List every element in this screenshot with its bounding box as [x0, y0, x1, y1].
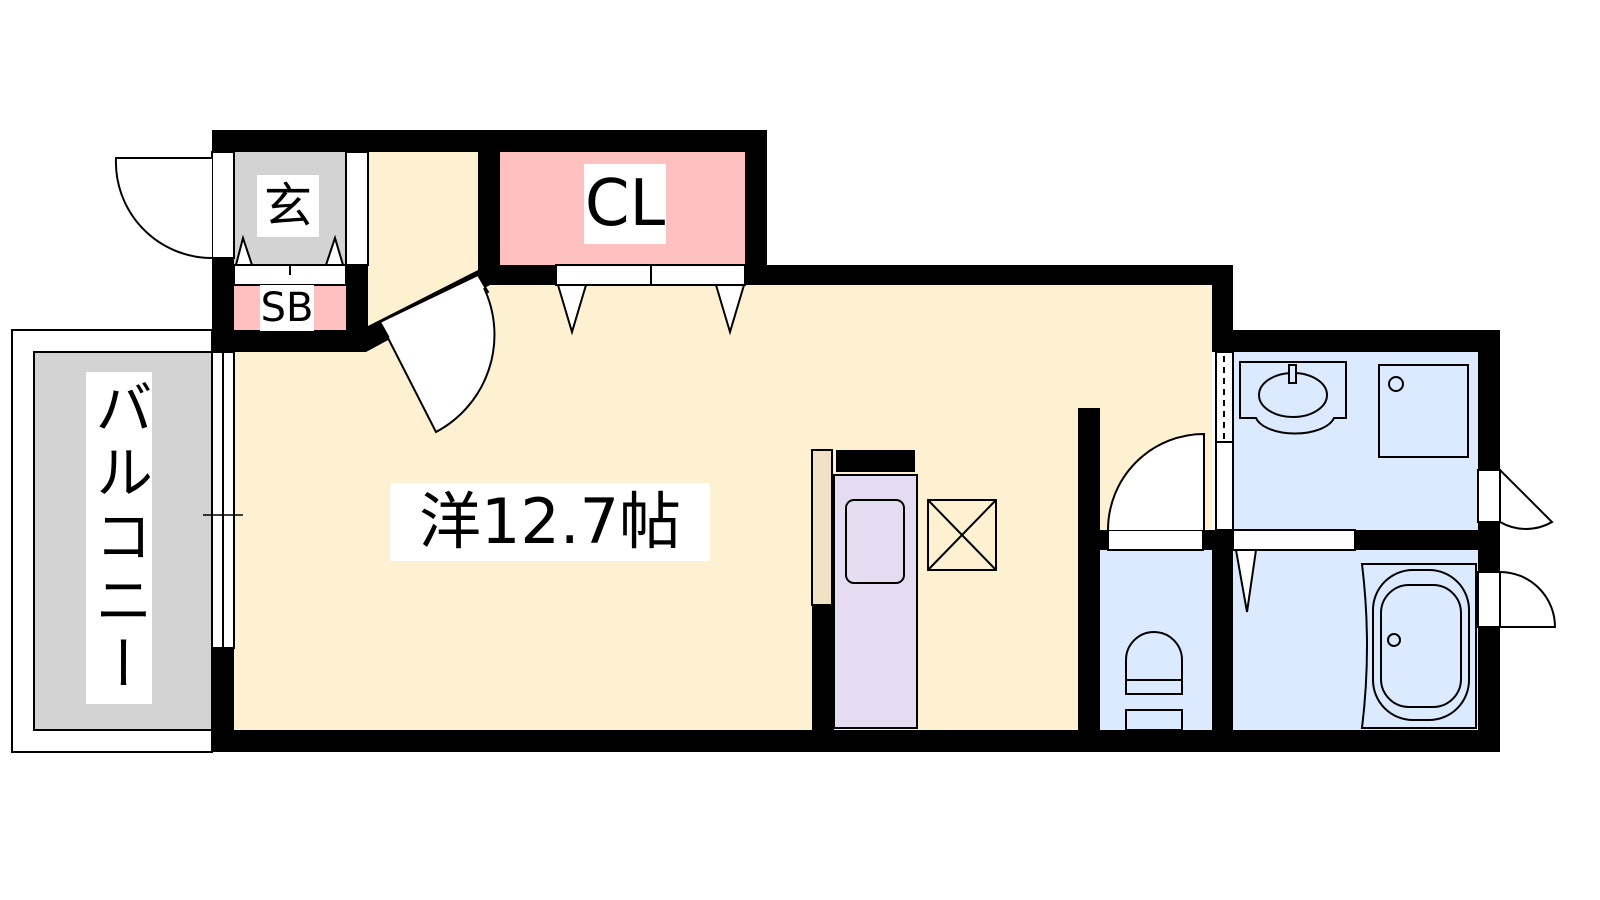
refrigerator-space — [927, 499, 997, 571]
western-room-floor — [234, 285, 1212, 730]
entrance-label: 玄 — [257, 175, 319, 237]
bathroom-window[interactable] — [1477, 571, 1501, 628]
balcony-label: バルコニー — [85, 372, 153, 704]
washroom-window[interactable] — [1215, 351, 1234, 443]
walls — [212, 130, 1500, 752]
entrance-door-frame[interactable] — [211, 151, 235, 259]
room-door[interactable] — [378, 273, 490, 342]
kitchen-shelf — [811, 449, 833, 606]
room-door-swing[interactable] — [387, 287, 496, 434]
western-room-label: 洋12.7帖 — [390, 483, 710, 561]
shoe-box-label: SB — [260, 285, 314, 331]
closet-label: CL — [584, 164, 666, 244]
toilet-door-swing[interactable] — [1107, 432, 1205, 531]
bathroom-door[interactable] — [1232, 529, 1356, 551]
toilet — [1125, 631, 1183, 681]
washroom-window-right[interactable] — [1477, 469, 1501, 523]
kitchen-sink — [845, 499, 905, 584]
entrance-door-marker — [234, 234, 345, 266]
bathtub — [1360, 563, 1477, 729]
washing-machine-space — [1378, 364, 1469, 458]
entrance-door-swing[interactable] — [114, 157, 213, 260]
toilet-door[interactable] — [1107, 529, 1204, 551]
closet-door-marker — [556, 284, 746, 336]
